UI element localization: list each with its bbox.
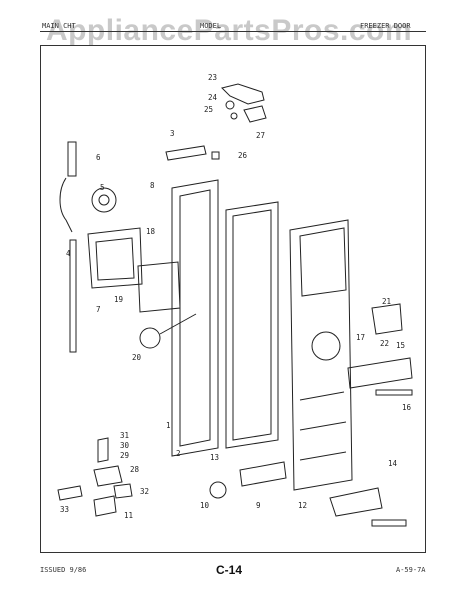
diagram-frame [40, 45, 426, 553]
header-center: MODEL [200, 22, 222, 30]
hinge-bushing [225, 100, 235, 110]
handle-trim [165, 145, 207, 161]
callout-27: 27 [256, 131, 265, 140]
footer-issued: ISSUED 9/86 [40, 566, 87, 574]
part-10 [209, 481, 227, 499]
bucket-21 [371, 303, 403, 335]
callout-16: 16 [402, 403, 412, 412]
trim-16 [375, 389, 413, 396]
callout-3: 3 [170, 129, 175, 138]
callout-5: 5 [100, 183, 105, 192]
callout-8: 8 [150, 181, 155, 190]
callout-23: 23 [208, 73, 217, 82]
screw-26 [211, 151, 220, 160]
handle-14 [329, 487, 383, 517]
part-9 [239, 461, 287, 487]
callout-17: 17 [356, 333, 365, 342]
callout-13: 13 [210, 453, 219, 462]
callout-18: 18 [146, 227, 156, 236]
knob-20 [139, 327, 161, 349]
callout-24: 24 [208, 93, 218, 102]
callout-28: 28 [130, 465, 140, 474]
callout-22: 22 [380, 339, 389, 348]
callout-7: 7 [96, 305, 101, 314]
callout-1: 1 [166, 421, 171, 430]
hinge-shim [243, 105, 267, 123]
callout-15: 15 [396, 341, 405, 350]
gasket-13 [225, 201, 279, 449]
footer-code: A-59-7A [396, 566, 426, 574]
callout-21: 21 [382, 297, 391, 306]
door-panel-8 [171, 179, 219, 457]
strip-7 [69, 239, 77, 353]
callout-14: 14 [388, 459, 398, 468]
watermark: AppliancePartsPros.com [45, 14, 413, 47]
callout-29: 29 [120, 451, 129, 460]
callout-25: 25 [204, 105, 213, 114]
header-right: FREEZER DOOR [360, 22, 411, 30]
callout-10: 10 [200, 501, 210, 510]
header-left: MAIN CHT [42, 22, 76, 30]
hinge-11 [93, 495, 117, 517]
hinge-stack-29-31 [97, 437, 109, 463]
callout-2: 2 [176, 449, 181, 458]
callout-11: 11 [124, 511, 133, 520]
shelf-15 [347, 357, 413, 389]
auger-17 [311, 331, 341, 361]
spring-cable [59, 177, 73, 233]
callout-19: 19 [114, 295, 123, 304]
hinge-33 [57, 485, 83, 501]
strip-6 [67, 141, 77, 177]
callout-30: 30 [120, 441, 130, 450]
plate-19 [137, 261, 181, 313]
top-hinge [221, 83, 265, 105]
callout-26: 26 [238, 151, 248, 160]
callout-20: 20 [132, 353, 142, 362]
callout-12: 12 [298, 501, 307, 510]
callout-6: 6 [96, 153, 101, 162]
spring-5 [91, 187, 117, 213]
footer-page: C-14 [215, 563, 242, 577]
callout-33: 33 [60, 505, 69, 514]
header-rule [40, 31, 426, 32]
hinge-32 [113, 483, 133, 499]
trim-16b [371, 519, 407, 527]
door-liner-12 [289, 219, 353, 491]
callout-31: 31 [120, 431, 129, 440]
hinge-28 [93, 465, 123, 487]
callout-32: 32 [140, 487, 149, 496]
dispenser-housing-18 [87, 227, 143, 289]
callout-4: 4 [66, 249, 71, 258]
callout-9: 9 [256, 501, 261, 510]
